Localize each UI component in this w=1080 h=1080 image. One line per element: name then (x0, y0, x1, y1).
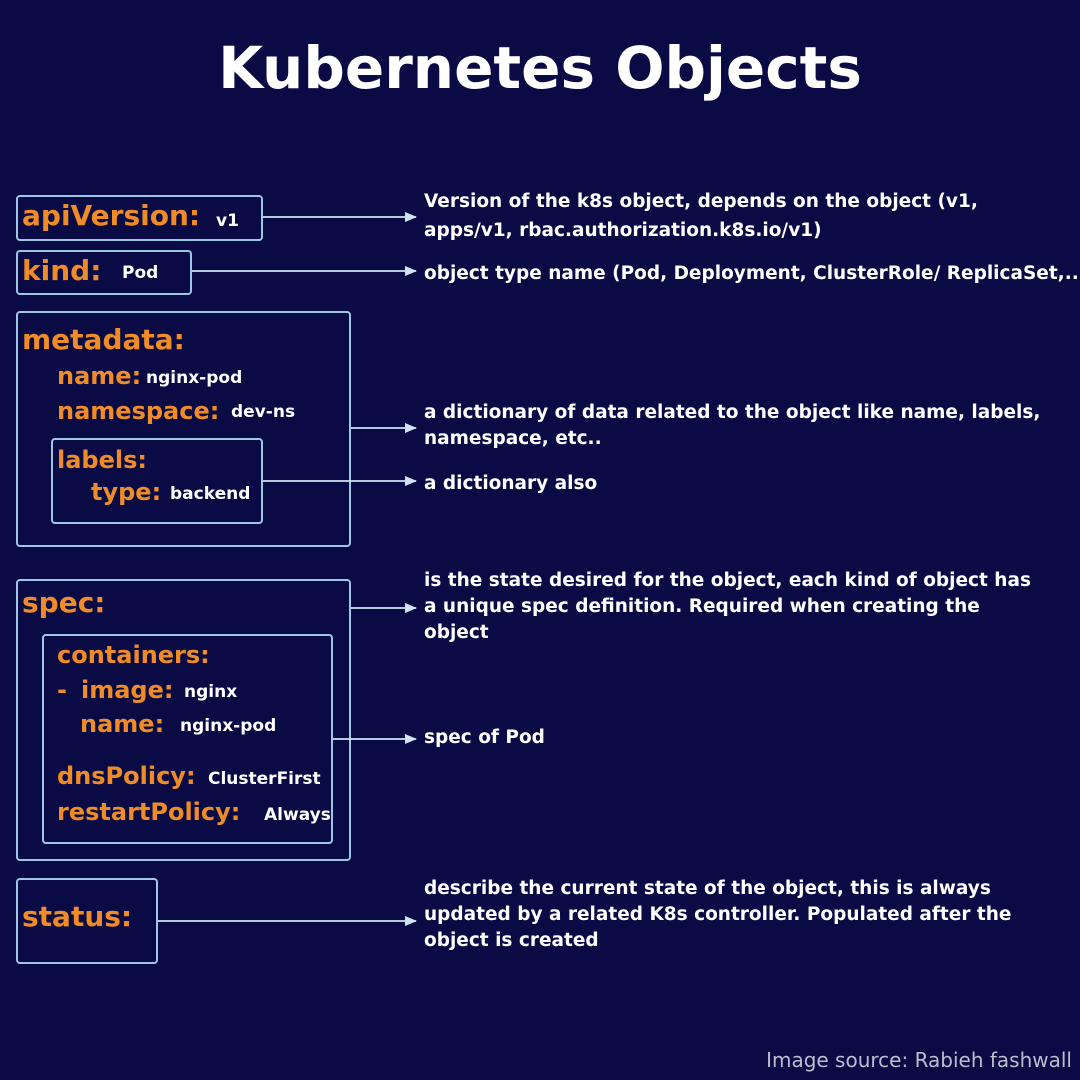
desc-line: a dictionary of data related to the obje… (424, 402, 1041, 423)
labels-box (51, 438, 263, 524)
desc-line: is the state desired for the object, eac… (424, 570, 1031, 591)
desc-kind: object type name (Pod, Deployment, Clust… (424, 261, 1080, 287)
metadata-namespace-value: dev-ns (231, 402, 296, 422)
metadata-name-value: nginx-pod (146, 368, 243, 388)
container-image-key: image: (81, 676, 174, 704)
desc-line: Version of the k8s object, depends on th… (424, 191, 978, 212)
image-source-credit: Image source: Rabieh fashwall (766, 1048, 1072, 1072)
kind-value: Pod (122, 263, 159, 283)
page-title: Kubernetes Objects (218, 34, 862, 102)
apiversion-box (16, 195, 263, 241)
containers-box (42, 634, 333, 844)
desc-status: describe the current state of the object… (424, 876, 1011, 954)
desc-line: updated by a related K8s controller. Pop… (424, 904, 1012, 925)
metadata-namespace-key: namespace: (57, 397, 220, 425)
desc-line: object type name (Pod, Deployment, Clust… (424, 263, 1080, 284)
desc-line: describe the current state of the object… (424, 878, 991, 899)
desc-line: a unique spec definition. Required when … (424, 596, 980, 617)
status-box (16, 878, 158, 964)
labels-type-value: backend (170, 484, 251, 504)
desc-apiversion: Version of the k8s object, depends on th… (424, 189, 978, 244)
desc-spec: is the state desired for the object, eac… (424, 568, 1031, 646)
desc-labels: a dictionary also (424, 471, 597, 497)
metadata-box (16, 311, 351, 547)
container-name-value: nginx-pod (180, 716, 277, 736)
kind-box (16, 250, 192, 295)
desc-spec-pod: spec of Pod (424, 725, 545, 751)
desc-line: apps/v1, rbac.authorization.k8s.io/v1) (424, 220, 822, 241)
desc-line: object is created (424, 930, 599, 951)
desc-line: a dictionary also (424, 473, 598, 494)
apiversion-value: v1 (216, 211, 239, 231)
labels-key: labels: (57, 446, 147, 474)
dnspolicy-value: ClusterFirst (208, 769, 321, 789)
spec-box (16, 579, 351, 861)
desc-line: object (424, 622, 489, 643)
restartpolicy-key: restartPolicy: (57, 798, 241, 826)
spec-key: spec: (22, 586, 106, 619)
metadata-name-key: name: (57, 362, 142, 390)
apiversion-key: apiVersion: (22, 199, 201, 232)
kind-key: kind: (22, 254, 102, 287)
dnspolicy-key: dnsPolicy: (57, 762, 196, 790)
labels-type-key: type: (91, 478, 162, 506)
container-name-key: name: (80, 710, 165, 738)
status-key: status: (22, 900, 133, 933)
desc-line: spec of Pod (424, 727, 545, 748)
container-dash: - (57, 676, 67, 704)
desc-line: namespace, etc.. (424, 428, 602, 449)
desc-metadata: a dictionary of data related to the obje… (424, 400, 1040, 452)
containers-key: containers: (57, 641, 210, 669)
metadata-key: metadata: (22, 323, 185, 356)
restartpolicy-value: Always (264, 805, 331, 825)
container-image-value: nginx (184, 682, 238, 702)
